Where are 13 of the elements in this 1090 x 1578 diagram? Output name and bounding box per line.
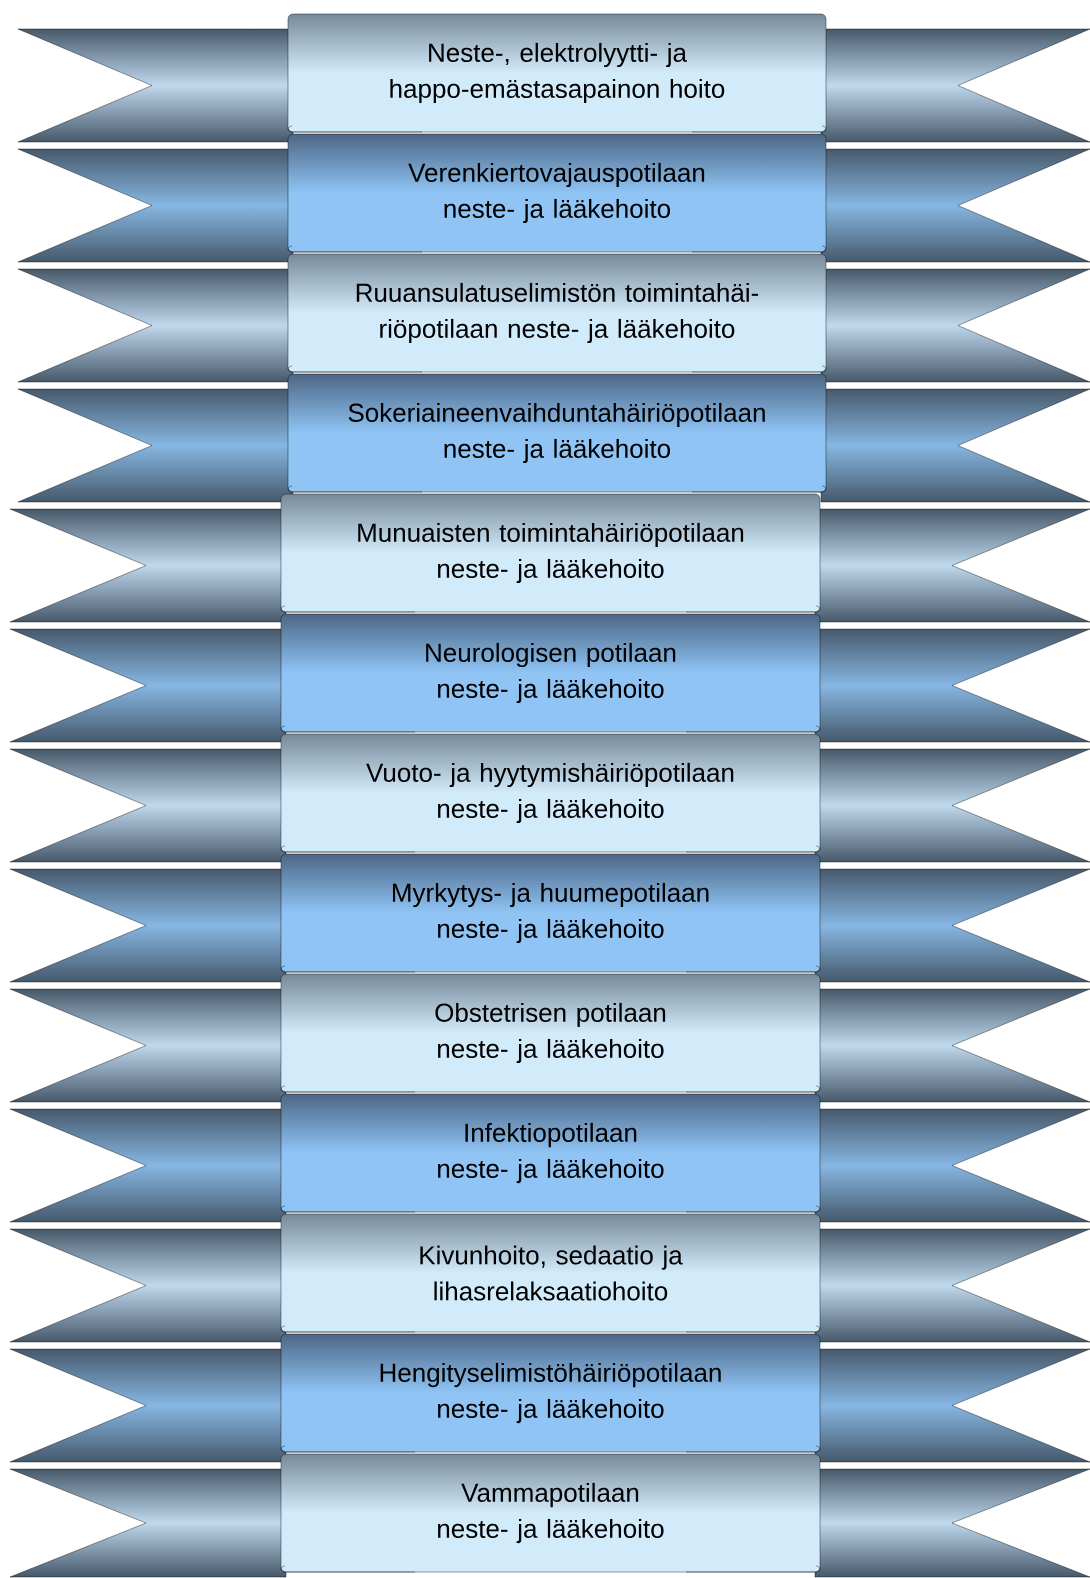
ribbon-banner: Vuoto- ja hyytymishäiriöpotilaan neste- ja lääkehoito bbox=[9, 733, 1090, 863]
ribbon-banner: Neste-, elektrolyytti- ja happo-emästasapainon hoito bbox=[17, 13, 1090, 143]
ribbon-banner: Kivunhoito, sedaatio ja lihasrelaksaatiohoito bbox=[9, 1213, 1090, 1343]
ribbon-banner: Sokeriaineenvaihduntahäiriöpotilaan neste- ja lääkehoito bbox=[17, 373, 1090, 503]
ribbon-banner: Hengityselimistöhäiriöpotilaan neste- ja lääkehoito bbox=[9, 1333, 1090, 1463]
ribbon-banner: Infektiopotilaan neste- ja lääkehoito bbox=[9, 1093, 1090, 1223]
ribbon-banner: Verenkiertovajauspotilaan neste- ja lääkehoito bbox=[17, 133, 1090, 263]
ribbon-banner: Obstetrisen potilaan neste- ja lääkehoito bbox=[9, 973, 1090, 1103]
ribbon-banner: Neurologisen potilaan neste- ja lääkehoito bbox=[9, 613, 1090, 743]
ribbon-banner: Ruuansulatuselimistön toimintahäi- riöpotilaan neste- ja lääkehoito bbox=[17, 253, 1090, 383]
ribbon-banner: Vammapotilaan neste- ja lääkehoito bbox=[9, 1453, 1090, 1578]
ribbon-banner: Myrkytys- ja huumepotilaan neste- ja lääkehoito bbox=[9, 853, 1090, 983]
ribbon-banner: Munuaisten toimintahäiriöpotilaan neste- ja lääkehoito bbox=[9, 493, 1090, 623]
